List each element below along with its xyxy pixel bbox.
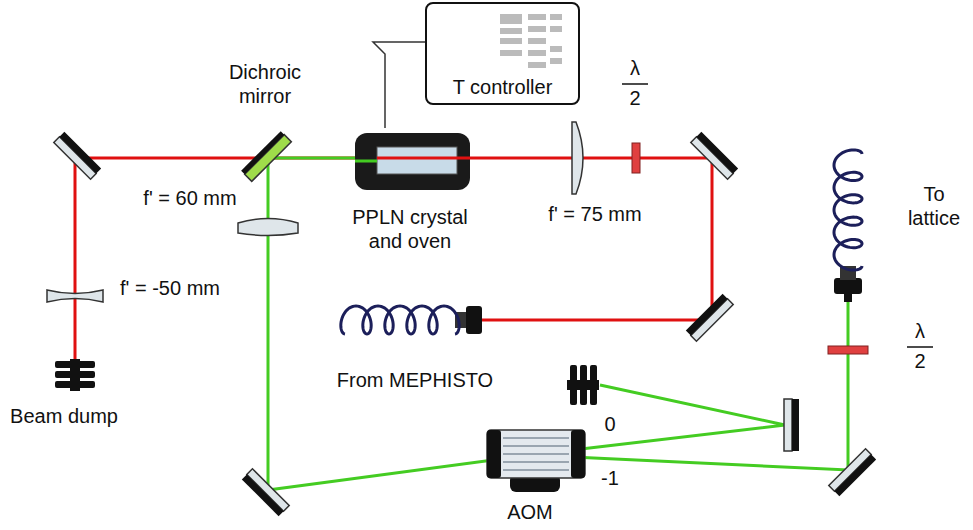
half-wave-plate (632, 143, 640, 173)
optical-fiber (341, 306, 459, 334)
controller-panel (500, 14, 562, 68)
node-label: PPLN crystal and oven (340, 205, 480, 253)
aom (487, 430, 585, 492)
beam-dump (55, 359, 95, 391)
green-beam (268, 157, 360, 160)
lens (572, 122, 583, 194)
optical-fiber (834, 150, 862, 270)
lens (47, 290, 103, 302)
mirror (784, 399, 799, 451)
destination-label: To lattice (898, 182, 970, 230)
cable (373, 42, 425, 128)
focal-length: f' = 60 mm (140, 186, 240, 210)
mirror (829, 449, 876, 496)
temperature-controller: T controller (425, 2, 580, 105)
mirror (242, 469, 289, 516)
component-label: AOM (490, 500, 570, 524)
source-label: From MEPHISTO (310, 368, 520, 392)
diffraction-order: 0 (598, 412, 622, 436)
waveplate-symbol: 2 (620, 86, 650, 110)
waveplate-symbol: 2 (905, 349, 935, 373)
ppln-oven: PPLN crystal and oven (340, 128, 480, 253)
component-label: Beam dump (4, 404, 124, 428)
node-label: T controller (427, 75, 578, 99)
mirror (686, 294, 733, 341)
mirror (691, 132, 738, 179)
diffraction-order: -1 (596, 466, 624, 490)
lens (238, 219, 298, 236)
ppln-crystal (377, 147, 457, 174)
dichroic-mirror (241, 131, 291, 181)
focal-length: f' = 75 mm (545, 202, 645, 226)
focal-length: f' = -50 mm (120, 276, 220, 300)
beam-dump (567, 365, 599, 405)
half-wave-plate (828, 346, 868, 354)
waveplate-symbol: λ (905, 319, 935, 343)
component-label: Dichroic mirror (210, 60, 320, 108)
fiber-coupler (834, 266, 862, 302)
fraction-bar (622, 83, 648, 85)
fraction-bar (907, 346, 933, 348)
controller-housing (427, 4, 578, 103)
mirror (54, 132, 101, 179)
waveplate-symbol: λ (620, 56, 650, 80)
oven (355, 133, 470, 190)
green-beam (268, 160, 848, 490)
